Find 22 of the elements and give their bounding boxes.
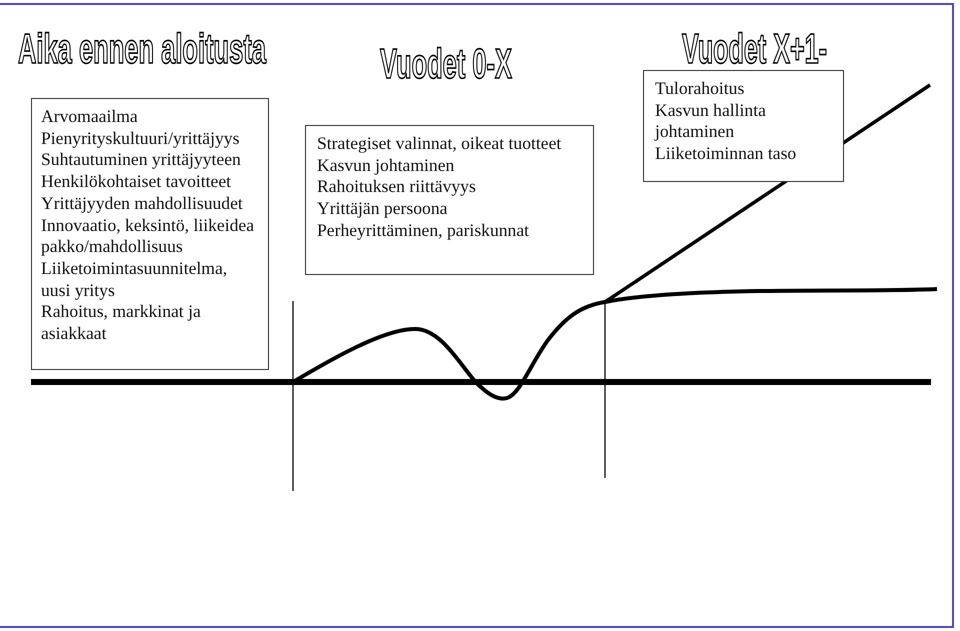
topic-text: Perheyrittäminen, pariskunnat: [317, 220, 530, 242]
topic-text: Liiketoiminnan taso: [655, 143, 798, 165]
topic-text: Rahoituksen riittävyys: [317, 176, 477, 198]
topic-text: Yrittäjän persoona: [317, 198, 448, 220]
topic-text: Strategiset valinnat, oikeat tuotteet: [317, 133, 562, 155]
section-heading: Vuodet X+1-: [682, 27, 827, 71]
section-heading: Aika ennen aloitusta: [18, 27, 266, 71]
topic-text: Arvomaailma: [41, 106, 139, 128]
text-box: [31, 98, 269, 370]
topic-text: Liiketoimintasuunnitelma, uusi yritys: [41, 258, 228, 302]
topic-text: Pienyrityskultuuri/yrittäjyys: [41, 128, 240, 150]
topic-text: Rahoitus, markkinat ja asiakkaat: [41, 301, 202, 345]
topic-text: Tulorahoitus: [655, 78, 746, 100]
topic-text: Henkilökohtaiset tavoitteet: [41, 171, 232, 193]
topic-text: Innovaatio, keksintö, liikeidea pakko/mahdollisuus: [41, 214, 256, 258]
text-box: [643, 70, 844, 182]
topic-text: Suhtautuminen yrittäjyyteen: [41, 149, 242, 172]
text-box: [305, 125, 594, 275]
topic-text: Kasvun johtaminen: [317, 154, 456, 176]
topic-text: Yrittäjyyden mahdollisuudet: [41, 192, 244, 215]
topic-text: Kasvun hallinta johtaminen: [655, 100, 767, 144]
section-heading: Vuodet 0-X: [380, 42, 512, 86]
